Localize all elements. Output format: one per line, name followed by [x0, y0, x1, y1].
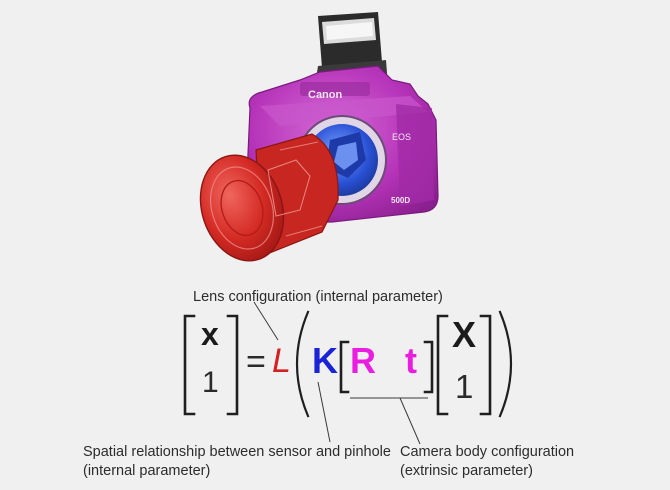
spatial-relationship-label: Spatial relationship between sensor and …	[83, 443, 391, 481]
camera-label-line2: (extrinsic parameter)	[400, 463, 533, 479]
world-point-one: 1	[455, 368, 474, 405]
rotation-matrix-r: R	[350, 340, 376, 381]
lens-barrel	[199, 133, 339, 262]
lens-parameter-symbol: L	[272, 342, 291, 380]
spatial-label-line1: Spatial relationship between sensor and …	[83, 444, 391, 460]
camera-series-name: EOS	[392, 132, 412, 142]
formula-brackets	[183, 310, 513, 418]
intrinsic-matrix-k: K	[312, 340, 338, 381]
leader-lines	[253, 301, 428, 445]
equals-sign: =	[246, 343, 266, 381]
world-point-x: X	[452, 314, 477, 355]
image-point-one: 1	[202, 366, 219, 399]
image-point-x: x	[201, 316, 219, 352]
camera-brand-name: Canon	[308, 89, 343, 101]
camera-model-name: 500D	[391, 196, 411, 205]
spatial-label-line2: (internal parameter)	[83, 463, 211, 479]
camera-body-label: Camera body configuration (extrinsic par…	[400, 443, 574, 481]
lens-configuration-label: Lens configuration (internal parameter)	[193, 289, 443, 305]
translation-vector-t: t	[405, 340, 417, 381]
camera-label-line1: Camera body configuration	[400, 444, 575, 460]
